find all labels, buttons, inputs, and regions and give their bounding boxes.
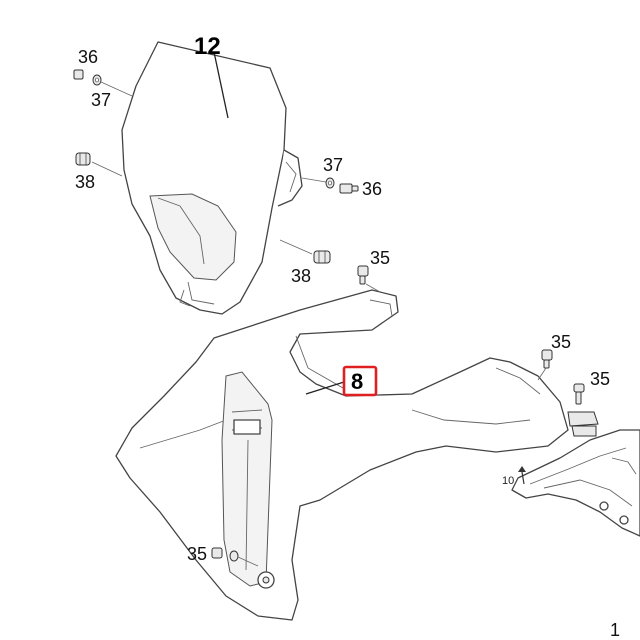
screw-35-shroud-top[interactable] [357,265,369,285]
callout-12: 12 [194,33,221,60]
screw-36-top-left[interactable] [73,69,84,80]
grommet-38-left[interactable] [75,152,91,166]
callout-35-right-clip: 35 [590,369,610,389]
callout-1: 1 [610,620,620,640]
callout-8-highlighted[interactable]: 8 [342,365,378,397]
headlight-mask[interactable] [121,41,303,315]
callout-35-shroud-top: 35 [370,248,390,268]
callout-38-left: 38 [75,172,95,192]
callout-37-right: 37 [323,155,343,175]
callout-10: 10 [502,475,514,487]
screw-35-right-middle[interactable] [541,349,553,369]
callout-8: 8 [351,369,363,394]
screw-36-right[interactable] [339,183,359,194]
callout-38-right: 38 [291,266,311,286]
frame-segment [511,429,640,537]
screw-35-bottom-left[interactable] [211,547,239,562]
leader-8 [305,381,345,395]
screw-35-right-clip[interactable] [567,383,599,437]
washer-37-top-left[interactable] [92,74,102,86]
radiator-shroud[interactable] [115,289,569,621]
screw-10[interactable] [518,466,526,485]
callout-37-top-left: 37 [91,90,111,110]
grommet-38-right[interactable] [313,250,331,264]
washer-37-right[interactable] [325,177,335,189]
leader-12 [213,51,229,119]
callout-36-top-left: 36 [78,47,98,67]
callout-35-right-middle: 35 [551,332,571,352]
callout-35-bottom-left: 35 [187,544,207,564]
callout-36-right: 36 [362,179,382,199]
